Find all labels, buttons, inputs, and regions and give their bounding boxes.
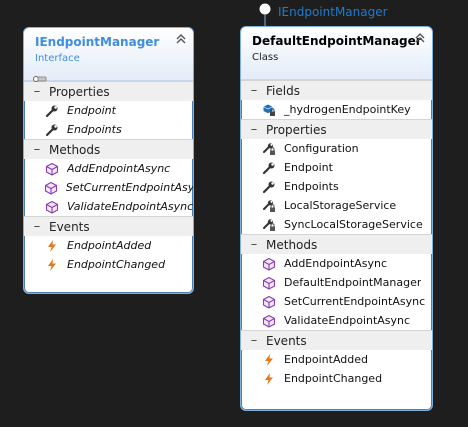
interface-title: IEndpointManager: [35, 35, 160, 49]
collapse-minus-icon[interactable]: –: [250, 236, 258, 252]
method-cube-icon: [44, 199, 60, 215]
member-label: EndpointAdded: [67, 239, 152, 252]
section-title: Events: [49, 219, 90, 234]
collapse-minus-icon[interactable]: –: [33, 218, 41, 234]
member-label: EndpointChanged: [67, 258, 166, 271]
section-title: Properties: [266, 122, 327, 137]
class-box[interactable]: DefaultEndpointManager Class –Fields_hyd…: [240, 26, 433, 411]
member-label: Configuration: [284, 142, 359, 155]
collapse-minus-icon[interactable]: –: [250, 82, 258, 98]
collapse-minus-icon[interactable]: –: [33, 83, 41, 99]
member-addendpointasync[interactable]: AddEndpointAsync: [24, 159, 193, 178]
wrench-icon: [261, 160, 277, 176]
section-header-fields[interactable]: –Fields: [241, 80, 432, 100]
member-label: AddEndpointAsync: [67, 162, 171, 175]
member-endpointchanged[interactable]: EndpointChanged: [241, 369, 432, 388]
class-header[interactable]: DefaultEndpointManager Class: [241, 27, 432, 80]
class-title: DefaultEndpointManager: [252, 34, 422, 48]
section-header-events[interactable]: –Events: [241, 330, 432, 350]
member-setcurrentendpointasy[interactable]: SetCurrentEndpointAsy...: [24, 178, 193, 197]
member-label: EndpointChanged: [284, 372, 383, 385]
method-cube-icon: [44, 180, 59, 196]
method-cube-icon: [44, 161, 60, 177]
section-header-methods[interactable]: –Methods: [241, 234, 432, 254]
section-title: Properties: [49, 84, 110, 99]
method-cube-icon: [261, 313, 277, 329]
section-header-events[interactable]: –Events: [24, 216, 193, 236]
member-label: Endpoints: [67, 123, 122, 136]
method-cube-icon: [261, 294, 277, 310]
method-cube-icon: [261, 256, 277, 272]
member-hydrogenendpointkey[interactable]: _hydrogenEndpointKey: [241, 100, 432, 119]
member-validateendpointasync[interactable]: ValidateEndpointAsync: [24, 197, 193, 216]
member-label: DefaultEndpointManager: [284, 276, 422, 289]
interface-header[interactable]: IEndpointManager Interface: [24, 28, 193, 82]
collapse-minus-icon[interactable]: –: [33, 141, 41, 157]
member-label: SyncLocalStorageService: [284, 218, 423, 231]
member-label: Endpoint: [284, 161, 333, 174]
member-label: AddEndpointAsync: [284, 257, 388, 270]
interface-lollipop-icon: [259, 3, 271, 28]
member-synclocalstorageservice[interactable]: SyncLocalStorageService: [241, 215, 432, 234]
wrench-icon: [44, 122, 60, 138]
lollipop-label: IEndpointManager: [278, 5, 388, 19]
member-label: SetCurrentEndpointAsy...: [65, 181, 193, 194]
member-localstorageservice[interactable]: LocalStorageService: [241, 196, 432, 215]
section-header-properties[interactable]: –Properties: [241, 119, 432, 139]
wrench-icon: [44, 103, 60, 119]
member-label: Endpoints: [284, 180, 339, 193]
section-header-properties[interactable]: –Properties: [24, 81, 193, 101]
section-title: Fields: [266, 83, 300, 98]
member-label: ValidateEndpointAsync: [66, 200, 193, 213]
lightning-icon: [261, 352, 277, 368]
member-endpoint[interactable]: Endpoint: [241, 158, 432, 177]
member-label: _hydrogenEndpointKey: [284, 103, 411, 116]
member-endpointchanged[interactable]: EndpointChanged: [24, 255, 193, 274]
private-wrench-icon: [261, 217, 277, 233]
class-subtitle: Class: [252, 52, 279, 63]
member-defaultendpointmanager[interactable]: DefaultEndpointManager: [241, 273, 432, 292]
member-addendpointasync[interactable]: AddEndpointAsync: [241, 254, 432, 273]
member-configuration[interactable]: Configuration: [241, 139, 432, 158]
member-label: LocalStorageService: [284, 199, 397, 212]
wrench-icon: [261, 179, 277, 195]
collapse-chevron-icon[interactable]: [415, 33, 425, 45]
lightning-icon: [261, 371, 277, 387]
section-title: Methods: [266, 237, 318, 252]
member-validateendpointasync[interactable]: ValidateEndpointAsync: [241, 311, 432, 330]
member-label: EndpointAdded: [284, 353, 369, 366]
private-wrench-icon: [261, 198, 277, 214]
section-header-methods[interactable]: –Methods: [24, 139, 193, 159]
member-endpointadded[interactable]: EndpointAdded: [241, 350, 432, 369]
lightning-icon: [44, 238, 60, 254]
member-endpointadded[interactable]: EndpointAdded: [24, 236, 193, 255]
method-cube-icon: [261, 275, 277, 291]
private-wrench-icon: [261, 141, 277, 157]
collapse-minus-icon[interactable]: –: [250, 332, 258, 348]
interface-toggle-icon[interactable]: [33, 68, 47, 87]
lightning-icon: [44, 257, 60, 273]
collapse-minus-icon[interactable]: –: [250, 121, 258, 137]
interface-subtitle: Interface: [35, 53, 80, 64]
member-label: ValidateEndpointAsync: [284, 314, 411, 327]
section-title: Methods: [49, 142, 101, 157]
member-endpoints[interactable]: Endpoints: [241, 177, 432, 196]
collapse-chevron-icon[interactable]: [176, 34, 186, 46]
member-endpoint[interactable]: Endpoint: [24, 101, 193, 120]
private-field-icon: [261, 102, 277, 118]
member-setcurrentendpointasync[interactable]: SetCurrentEndpointAsync: [241, 292, 432, 311]
member-label: Endpoint: [67, 104, 116, 117]
member-endpoints[interactable]: Endpoints: [24, 120, 193, 139]
section-title: Events: [266, 333, 307, 348]
member-label: SetCurrentEndpointAsync: [284, 295, 426, 308]
